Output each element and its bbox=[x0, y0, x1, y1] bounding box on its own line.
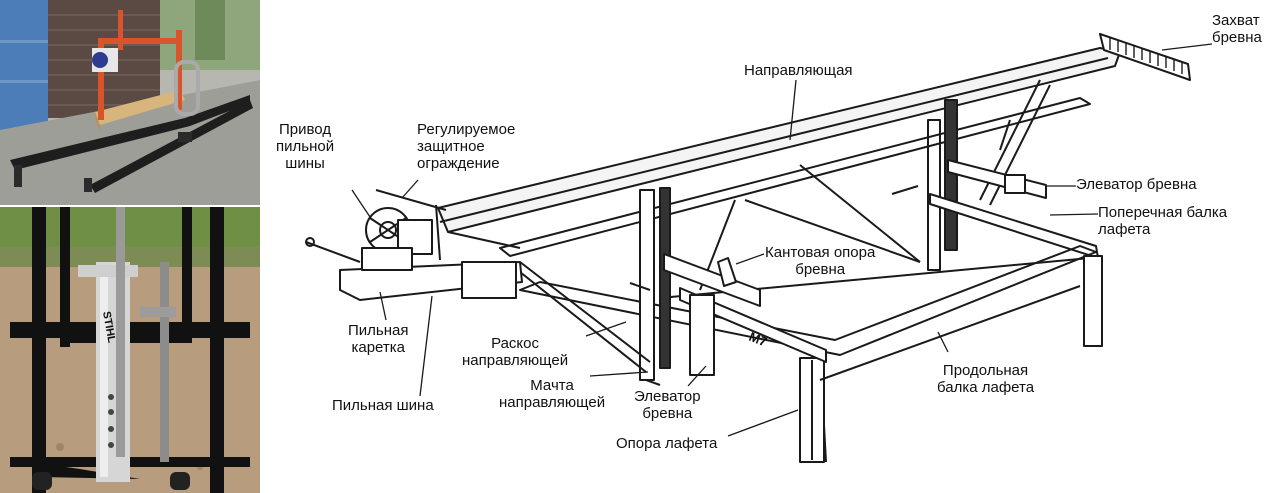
photo-sawmill-setup bbox=[0, 0, 260, 205]
sawmill-line-drawing: M7 bbox=[305, 33, 1213, 463]
label-bed-longbeam: Продольная балка лафета bbox=[937, 362, 1035, 396]
label-bed-support: Опора лафета bbox=[616, 435, 718, 452]
label-guide-mast: Мачта направляющей bbox=[499, 377, 606, 411]
stihl-logo-mark: STIHL bbox=[100, 310, 117, 344]
label-adjustable-guard: Регулируемое защитное ограждение bbox=[417, 121, 516, 172]
label-log-lift-right: Элеватор бревна bbox=[1076, 176, 1197, 193]
label-guide-rail: Направляющая bbox=[744, 62, 853, 79]
label-bar-drive: Привод пильной шины bbox=[276, 121, 335, 172]
model-marking: M7 bbox=[747, 329, 769, 350]
label-log-lift-left: Элеватор бревна bbox=[634, 388, 701, 422]
label-guide-brace: Раскос направляющей bbox=[462, 335, 569, 369]
label-saw-carriage: Пильная каретка bbox=[348, 322, 409, 356]
label-log-grip: Захват бревна bbox=[1212, 12, 1262, 46]
label-saw-bar: Пильная шина bbox=[332, 397, 434, 414]
photo-mast-frame: STIHL bbox=[0, 207, 260, 493]
label-log-turning-support: Кантовая опора бревна bbox=[765, 244, 876, 278]
label-bed-crossbeam: Поперечная балка лафета bbox=[1098, 204, 1228, 238]
